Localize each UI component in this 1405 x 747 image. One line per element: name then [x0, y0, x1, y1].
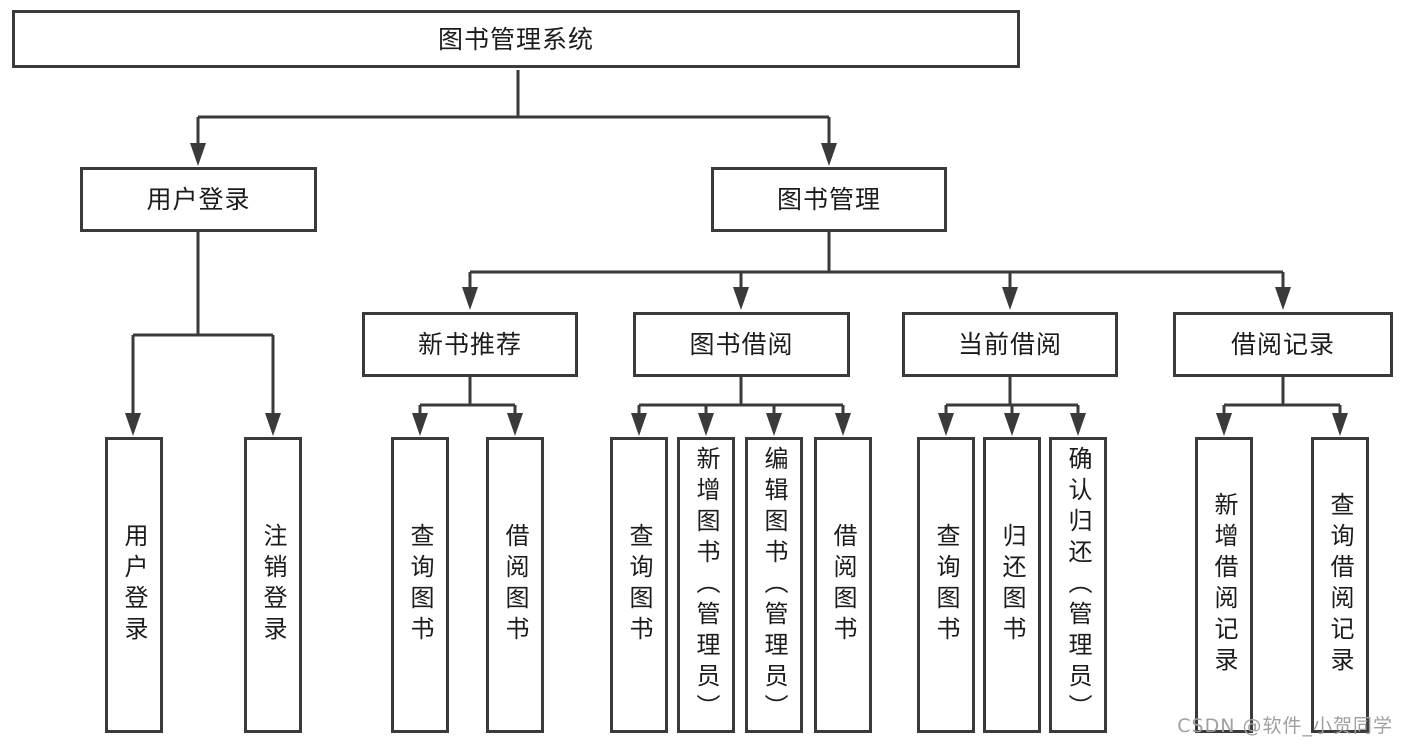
leaf-return-book-label: 归还图书: [998, 523, 1026, 647]
leaf-confirm-return-admin: 确认归还（管理员）: [1049, 437, 1107, 733]
leaf-add-book-admin-label: 新增图书（管理员）: [692, 445, 720, 725]
leaf-query-book-borrowing-label: 查询图书: [625, 523, 653, 647]
node-current-borrowing-label: 当前借阅: [957, 330, 1062, 359]
watermark-text: CSDN @软件_小贺同学: [1177, 715, 1393, 737]
leaf-add-borrow-record-label: 新增借阅记录: [1210, 492, 1238, 678]
node-user-login: 用户登录: [80, 167, 317, 232]
node-library-system-label: 图书管理系统: [437, 24, 594, 54]
leaf-edit-book-admin: 编辑图书（管理员）: [745, 437, 803, 733]
node-new-book-recommend: 新书推荐: [362, 312, 578, 377]
leaf-query-book-current-label: 查询图书: [932, 523, 960, 647]
leaf-edit-book-admin-label: 编辑图书（管理员）: [760, 445, 788, 725]
leaf-confirm-return-admin-label: 确认归还（管理员）: [1064, 445, 1092, 725]
leaf-user-login: 用户登录: [105, 437, 163, 733]
node-book-management-label: 图书管理: [776, 185, 881, 214]
leaf-borrow-book-recommend: 借阅图书: [486, 437, 544, 733]
node-book-borrowing: 图书借阅: [633, 312, 850, 377]
node-current-borrowing: 当前借阅: [902, 312, 1118, 377]
leaf-query-book-current: 查询图书: [917, 437, 975, 733]
node-borrowing-records: 借阅记录: [1173, 312, 1393, 377]
leaf-borrow-book-borrowing-label: 借阅图书: [829, 523, 857, 647]
node-library-system: 图书管理系统: [12, 10, 1020, 68]
node-book-management: 图书管理: [711, 167, 947, 232]
leaf-query-book-recommend-label: 查询图书: [406, 523, 434, 647]
leaf-query-book-recommend: 查询图书: [391, 437, 449, 733]
leaf-user-login-label: 用户登录: [120, 523, 148, 647]
leaf-query-borrow-record-label: 查询借阅记录: [1326, 492, 1354, 678]
node-borrowing-records-label: 借阅记录: [1230, 330, 1335, 359]
leaf-logout: 注销登录: [244, 437, 302, 733]
leaf-add-borrow-record: 新增借阅记录: [1195, 437, 1253, 733]
leaf-add-book-admin: 新增图书（管理员）: [677, 437, 735, 733]
node-new-book-recommend-label: 新书推荐: [417, 330, 522, 359]
node-user-login-label: 用户登录: [146, 185, 251, 214]
leaf-return-book: 归还图书: [983, 437, 1041, 733]
leaf-borrow-book-borrowing: 借阅图书: [814, 437, 872, 733]
leaf-borrow-book-recommend-label: 借阅图书: [501, 523, 529, 647]
leaf-query-book-borrowing: 查询图书: [610, 437, 668, 733]
leaf-query-borrow-record: 查询借阅记录: [1311, 437, 1369, 733]
leaf-logout-label: 注销登录: [259, 523, 287, 647]
node-book-borrowing-label: 图书借阅: [689, 330, 794, 359]
